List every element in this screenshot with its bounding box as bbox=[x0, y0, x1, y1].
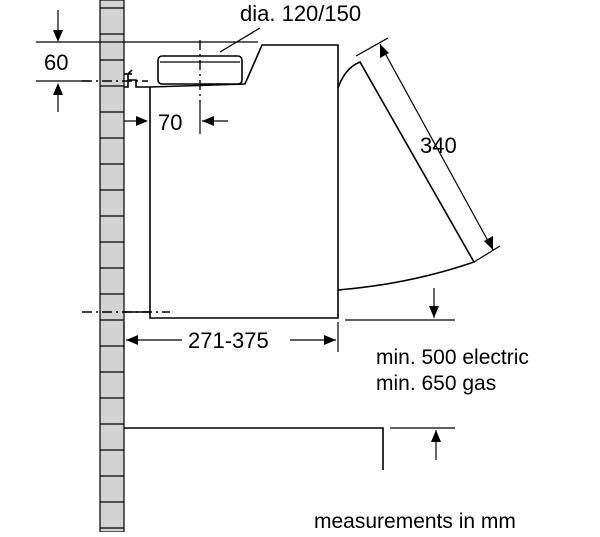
cooktop bbox=[124, 427, 455, 470]
duct-connector: dia. 120/150 bbox=[157, 1, 361, 102]
dimension-60: 60 bbox=[36, 10, 90, 112]
dimension-340-label: 340 bbox=[420, 133, 457, 158]
min-clearance-gas: min. 650 gas bbox=[376, 372, 496, 395]
dimension-271-375-label: 271-375 bbox=[188, 328, 269, 353]
min-clearance-electric: min. 500 electric bbox=[376, 346, 529, 369]
clearance-arrow-top bbox=[429, 288, 439, 318]
dimension-271-375: 271-375 bbox=[123, 322, 339, 353]
duct-diameter-label: dia. 120/150 bbox=[240, 1, 361, 26]
units-note: measurements in mm bbox=[314, 510, 516, 532]
hood-body bbox=[149, 44, 476, 319]
dimension-340: 340 bbox=[355, 37, 501, 263]
wall-bracket bbox=[124, 69, 150, 313]
dimension-60-label: 60 bbox=[44, 50, 68, 75]
dimension-70-label: 70 bbox=[158, 110, 182, 135]
wall bbox=[99, 0, 125, 533]
dimension-70: 70 bbox=[124, 102, 228, 135]
